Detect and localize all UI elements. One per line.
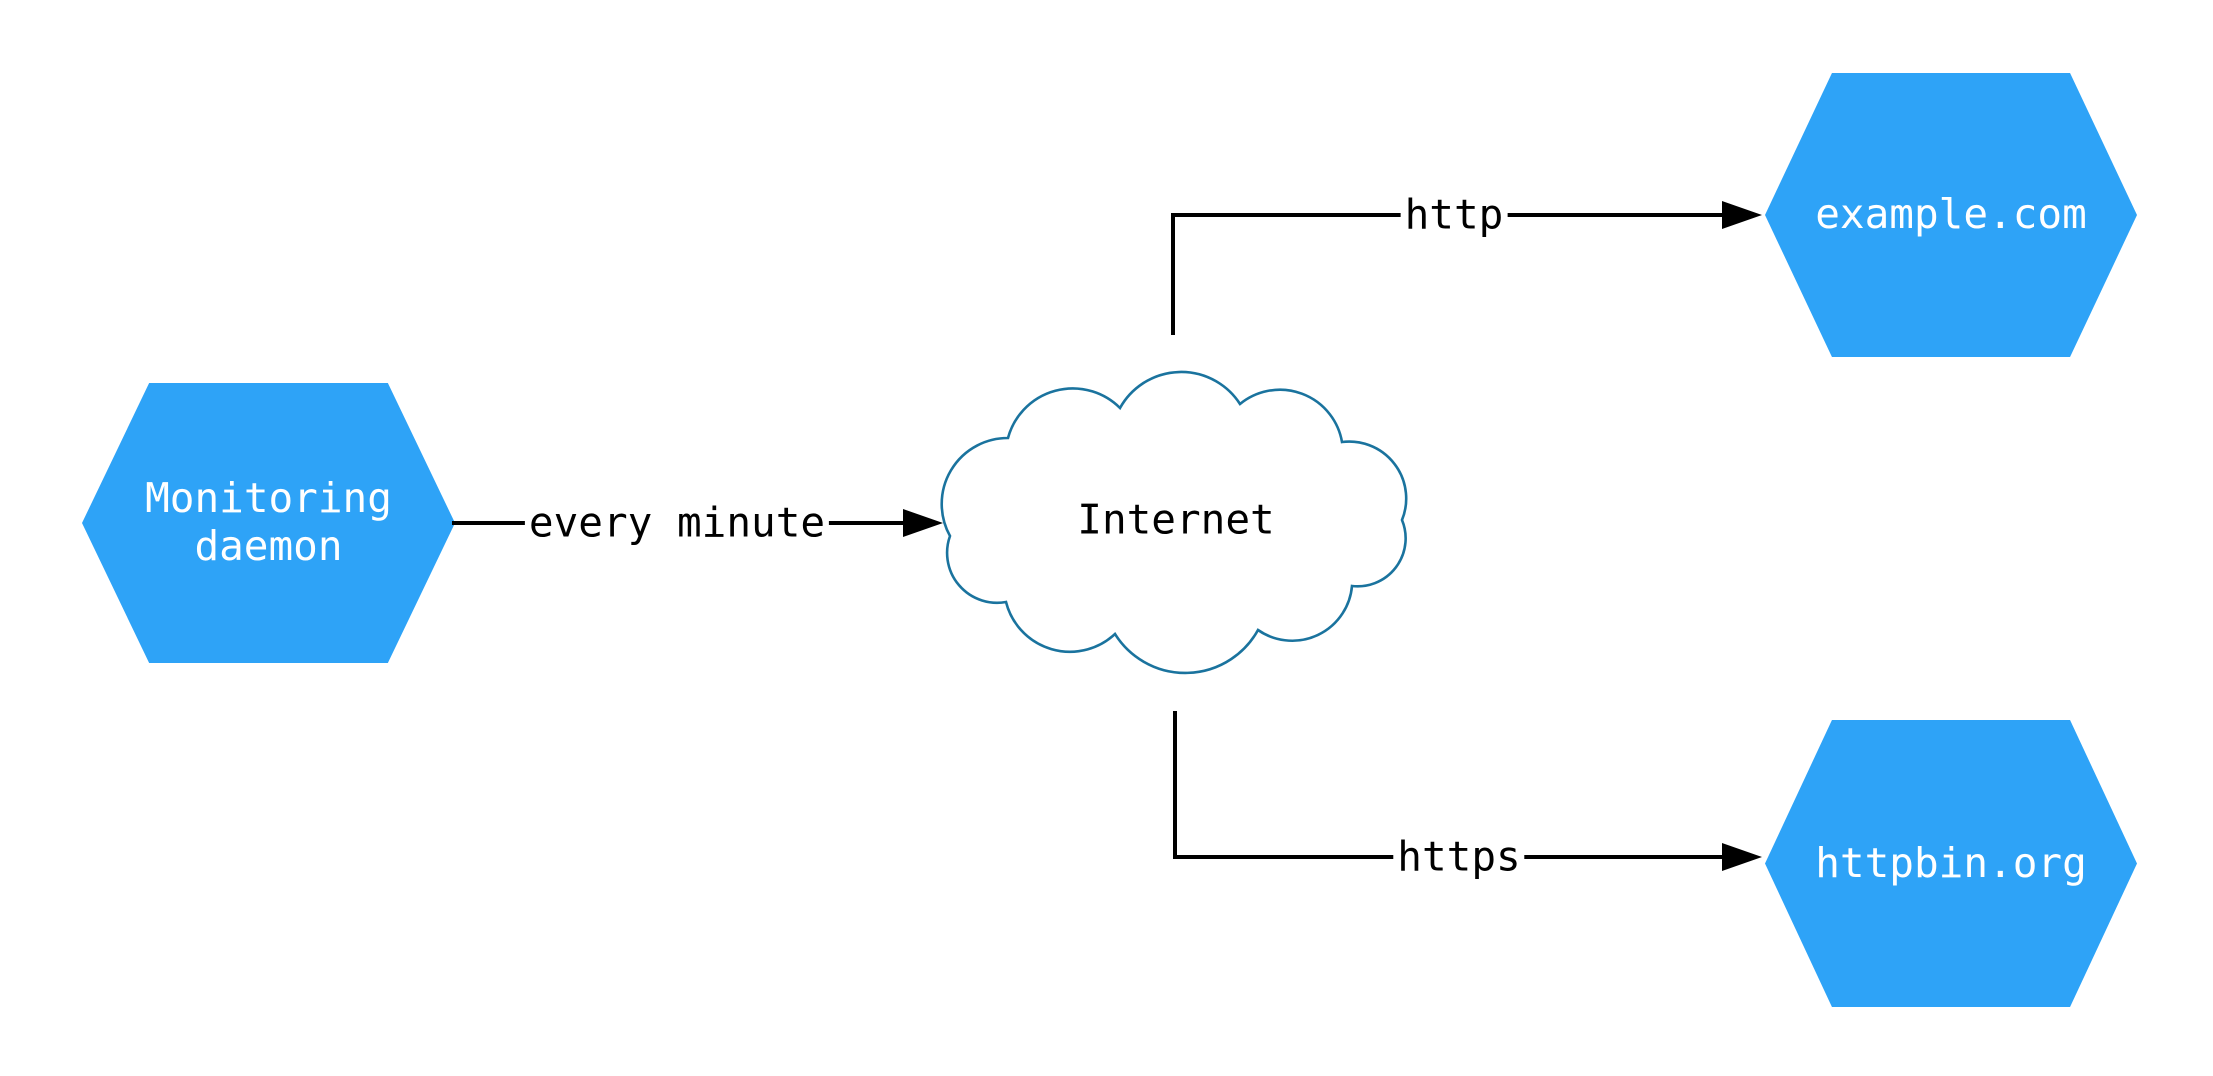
node-example-com: example.com bbox=[1765, 73, 2137, 357]
node-monitoring-daemon-label: Monitoring daemon bbox=[145, 474, 392, 571]
node-httpbin-org-label: httpbin.org bbox=[1815, 838, 2087, 887]
cloud-shape bbox=[940, 370, 1408, 675]
edge-internet-example-vertical-line bbox=[1171, 213, 1175, 335]
edge-monitoring-internet-label: every minute bbox=[524, 500, 830, 546]
edge-internet-httpbin-vertical-line bbox=[1173, 711, 1177, 857]
edge-internet-httpbin-label: https bbox=[1393, 834, 1525, 880]
edge-internet-example-label: http bbox=[1400, 192, 1508, 238]
edge-internet-httpbin-arrowhead-icon bbox=[1722, 843, 1762, 871]
node-example-com-label: example.com bbox=[1815, 190, 2087, 239]
edge-monitoring-internet-arrowhead-icon bbox=[903, 509, 943, 537]
node-internet: Internet bbox=[940, 370, 1412, 675]
node-httpbin-org: httpbin.org bbox=[1765, 720, 2137, 1007]
node-internet-label: Internet bbox=[1077, 495, 1275, 544]
node-monitoring-daemon-label-line1: Monitoring bbox=[145, 474, 392, 523]
edge-internet-example-arrowhead-icon bbox=[1722, 201, 1762, 229]
cloud-icon bbox=[940, 370, 1408, 675]
node-monitoring-daemon-label-line2: daemon bbox=[194, 522, 343, 570]
node-monitoring-daemon: Monitoring daemon bbox=[82, 383, 455, 663]
